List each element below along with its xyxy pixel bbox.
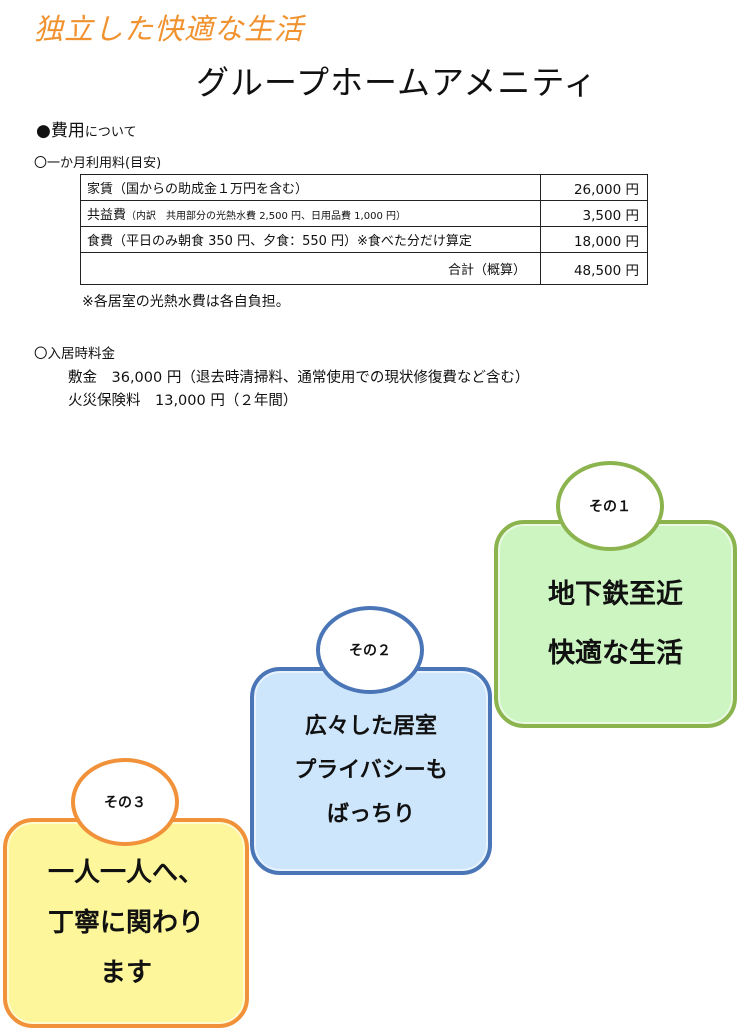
- fee-breakdown-note: （内訳 共用部分の光熱水費 2,500 円、日用品費 1,000 円）: [126, 211, 406, 222]
- feature-badge-2: その２: [316, 606, 424, 694]
- fee-label: 食費（平日のみ朝食 350 円、夕食：550 円）※食べた分だけ算定: [80, 226, 541, 253]
- monthly-fee-table: 家賃（国からの助成金１万円を含む） 26,000 円 共益費（内訳 共用部分の光…: [80, 174, 648, 285]
- total-label: 合計（概算）: [80, 252, 541, 285]
- page-title: グループホームアメニティ: [196, 63, 598, 102]
- feature-text: 一人一人へ、: [47, 858, 204, 888]
- feature-badge-3: その３: [71, 758, 179, 846]
- table-row: 共益費（内訳 共用部分の光熱水費 2,500 円、日用品費 1,000 円） 3…: [80, 200, 648, 227]
- fee-amount: 18,000 円: [540, 226, 648, 253]
- monthly-fee-heading: 〇一か月利用料(目安): [34, 156, 162, 171]
- table-row: 食費（平日のみ朝食 350 円、夕食：550 円）※食べた分だけ算定 18,00…: [80, 226, 648, 253]
- feature-text: ます: [99, 958, 152, 988]
- fee-label: 共益費（内訳 共用部分の光熱水費 2,500 円、日用品費 1,000 円）: [80, 200, 541, 227]
- fee-amount: 26,000 円: [540, 174, 648, 201]
- deposit-line: 敷金 36,000 円（退去時清掃料、通常使用での現状修復費など含む）: [68, 370, 530, 386]
- costs-heading: ●費用について: [36, 116, 136, 141]
- total-amount: 48,500 円: [540, 252, 648, 285]
- feature-text: 広々した居室: [304, 714, 437, 739]
- fee-label-text: 共益費: [87, 208, 127, 223]
- subtitle: 独立した快適な生活: [34, 12, 305, 46]
- feature-text: 快適な生活: [548, 638, 683, 669]
- fee-amount: 3,500 円: [540, 200, 648, 227]
- total-row: 合計（概算） 48,500 円: [80, 252, 648, 285]
- feature-card-2: 広々した居室 プライバシーも ばっちり: [250, 667, 492, 875]
- utility-note: ※各居室の光熱水費は各自負担。: [82, 294, 290, 310]
- fee-label-text: 食費（平日のみ朝食 350 円、夕食：550 円）※食べた分だけ算定: [87, 234, 472, 249]
- feature-text: 丁寧に関わり: [47, 908, 204, 938]
- feature-text: ばっちり: [326, 802, 415, 827]
- fee-label: 家賃（国からの助成金１万円を含む）: [80, 174, 541, 201]
- costs-heading-main: 費用: [50, 121, 85, 141]
- table-row: 家賃（国からの助成金１万円を含む） 26,000 円: [80, 174, 648, 201]
- feature-text: プライバシーも: [294, 758, 448, 783]
- bullet-mark: ●: [36, 121, 51, 141]
- move-in-heading: 〇入居時料金: [34, 346, 115, 362]
- costs-heading-rest: について: [84, 125, 137, 140]
- feature-badge-1: その１: [556, 461, 664, 551]
- feature-card-3: 一人一人へ、 丁寧に関わり ます: [3, 818, 249, 1028]
- fire-insurance-line: 火災保険料 13,000 円（２年間）: [68, 393, 298, 409]
- feature-text: 地下鉄至近: [548, 579, 683, 610]
- feature-card-1: 地下鉄至近 快適な生活: [494, 520, 737, 728]
- fee-label-text: 家賃（国からの助成金１万円を含む）: [87, 182, 309, 197]
